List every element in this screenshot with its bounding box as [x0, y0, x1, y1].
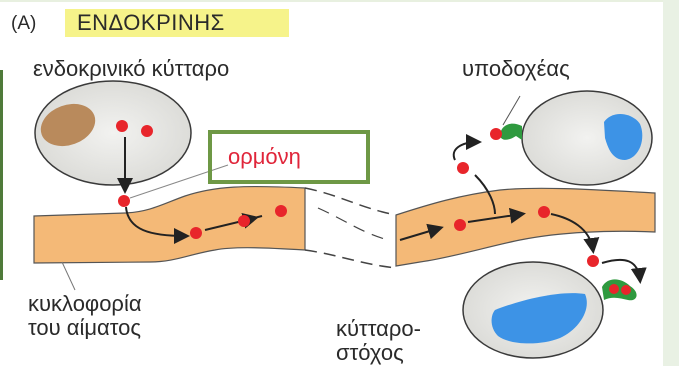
hormone-dot: [118, 195, 130, 207]
circulation-label-line2: του αίματος: [28, 317, 141, 339]
endocrine-cell-label: ενδοκρινικό κύτταρο: [33, 58, 229, 80]
hormone-dot: [587, 255, 599, 267]
receptor-pointer: [503, 96, 520, 125]
target-cell-top: [490, 91, 652, 185]
target-cell-label-line1: κύτταρο-: [336, 318, 421, 340]
vessel-gap-mid: [318, 208, 388, 240]
hormone-dot: [621, 285, 631, 295]
receptor: [602, 279, 637, 300]
blood-vessel-left: [34, 187, 305, 263]
hormone-dot: [116, 120, 128, 132]
vessel-gap-dashes: [305, 188, 396, 268]
hormone-dot: [538, 206, 550, 218]
circulation-label-line1: κυκλοφορία: [28, 293, 142, 315]
hormone-dot: [141, 125, 153, 137]
target-cell-bottom: [463, 262, 637, 358]
hormone-dot: [490, 128, 502, 140]
panel-title: ΕΝΔΟΚΡΙΝΗΣ: [65, 9, 289, 37]
left-edge-bar: [0, 70, 3, 280]
blood-vessel-right: [396, 188, 655, 266]
receptor-label: υποδοχέας: [462, 58, 570, 80]
circulation-pointer: [62, 262, 75, 290]
hormone-label: ορμόνη: [228, 146, 301, 168]
hormone-dot: [275, 205, 287, 217]
target-cell-label-line2: στόχος: [336, 342, 404, 364]
flow-arrow: [454, 142, 478, 160]
hormone-dot: [238, 215, 250, 227]
top-edge: [0, 0, 679, 2]
right-edge-strip: [663, 0, 679, 366]
hormone-dot: [454, 219, 466, 231]
flow-arrow: [602, 260, 640, 280]
endocrine-cell: [35, 81, 191, 185]
panel-letter: (A): [11, 14, 36, 33]
hormone-dot: [190, 227, 202, 239]
hormone-dot: [457, 162, 469, 174]
receptor: [500, 124, 522, 140]
hormone-dot: [609, 284, 619, 294]
